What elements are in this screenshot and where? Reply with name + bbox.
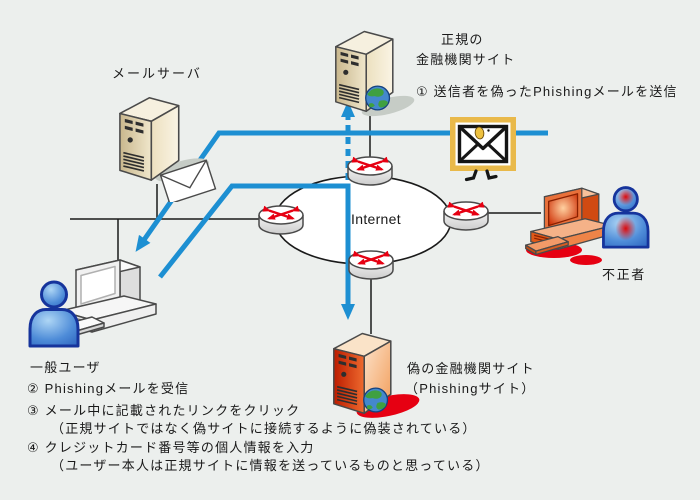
step3-annotation: ③ メール中に記載されたリンクをクリック [27,403,301,418]
arrow-phishing-mail-to-user [135,130,548,252]
internet-label: Internet [351,211,401,227]
fake-site-label-line1: 偽の金融機関サイト [407,361,535,376]
router-icon-right [444,202,488,230]
router-icon-bottom [349,251,393,279]
step1-annotation: ① 送信者を偽ったPhishingメールを送信 [416,84,678,99]
legit-site-label-line2: 金融機関サイト [416,52,516,67]
step4-note: （ユーザー本人は正規サイトに情報を送っているものと思っている） [51,458,490,473]
legit-site-label-line1: 正規の [441,32,484,47]
globe-icon [363,387,389,413]
attacker-label: 不正者 [602,267,646,282]
outgoing-mail-envelope-icon [159,159,217,202]
fake-site-label-line2: （Phishingサイト） [405,381,536,396]
phishing-mail-icon [450,117,520,183]
step2-annotation: ② Phishingメールを受信 [27,381,190,396]
globe-icon [365,85,391,111]
arrow-user-to-fake-site [158,183,355,320]
network-lines [70,110,541,334]
attacker-computer-icon [524,178,628,272]
router-icon-top [348,157,392,185]
attacker-person-icon [596,182,658,252]
fake-site-server-icon [324,322,434,424]
step3-note: （正規サイトではなく偽サイトに接続するように偽装されている） [51,421,477,436]
router-icon-left [259,206,303,234]
user-label: 一般ユーザ [30,360,101,375]
user-person-icon [22,276,88,350]
mail-server-icon [108,86,224,202]
legit-site-server-icon [326,20,436,122]
mail-server-label: メールサーバ [112,66,202,81]
step4-annotation: ④ クレジットカード番号等の個人情報を入力 [27,440,315,455]
